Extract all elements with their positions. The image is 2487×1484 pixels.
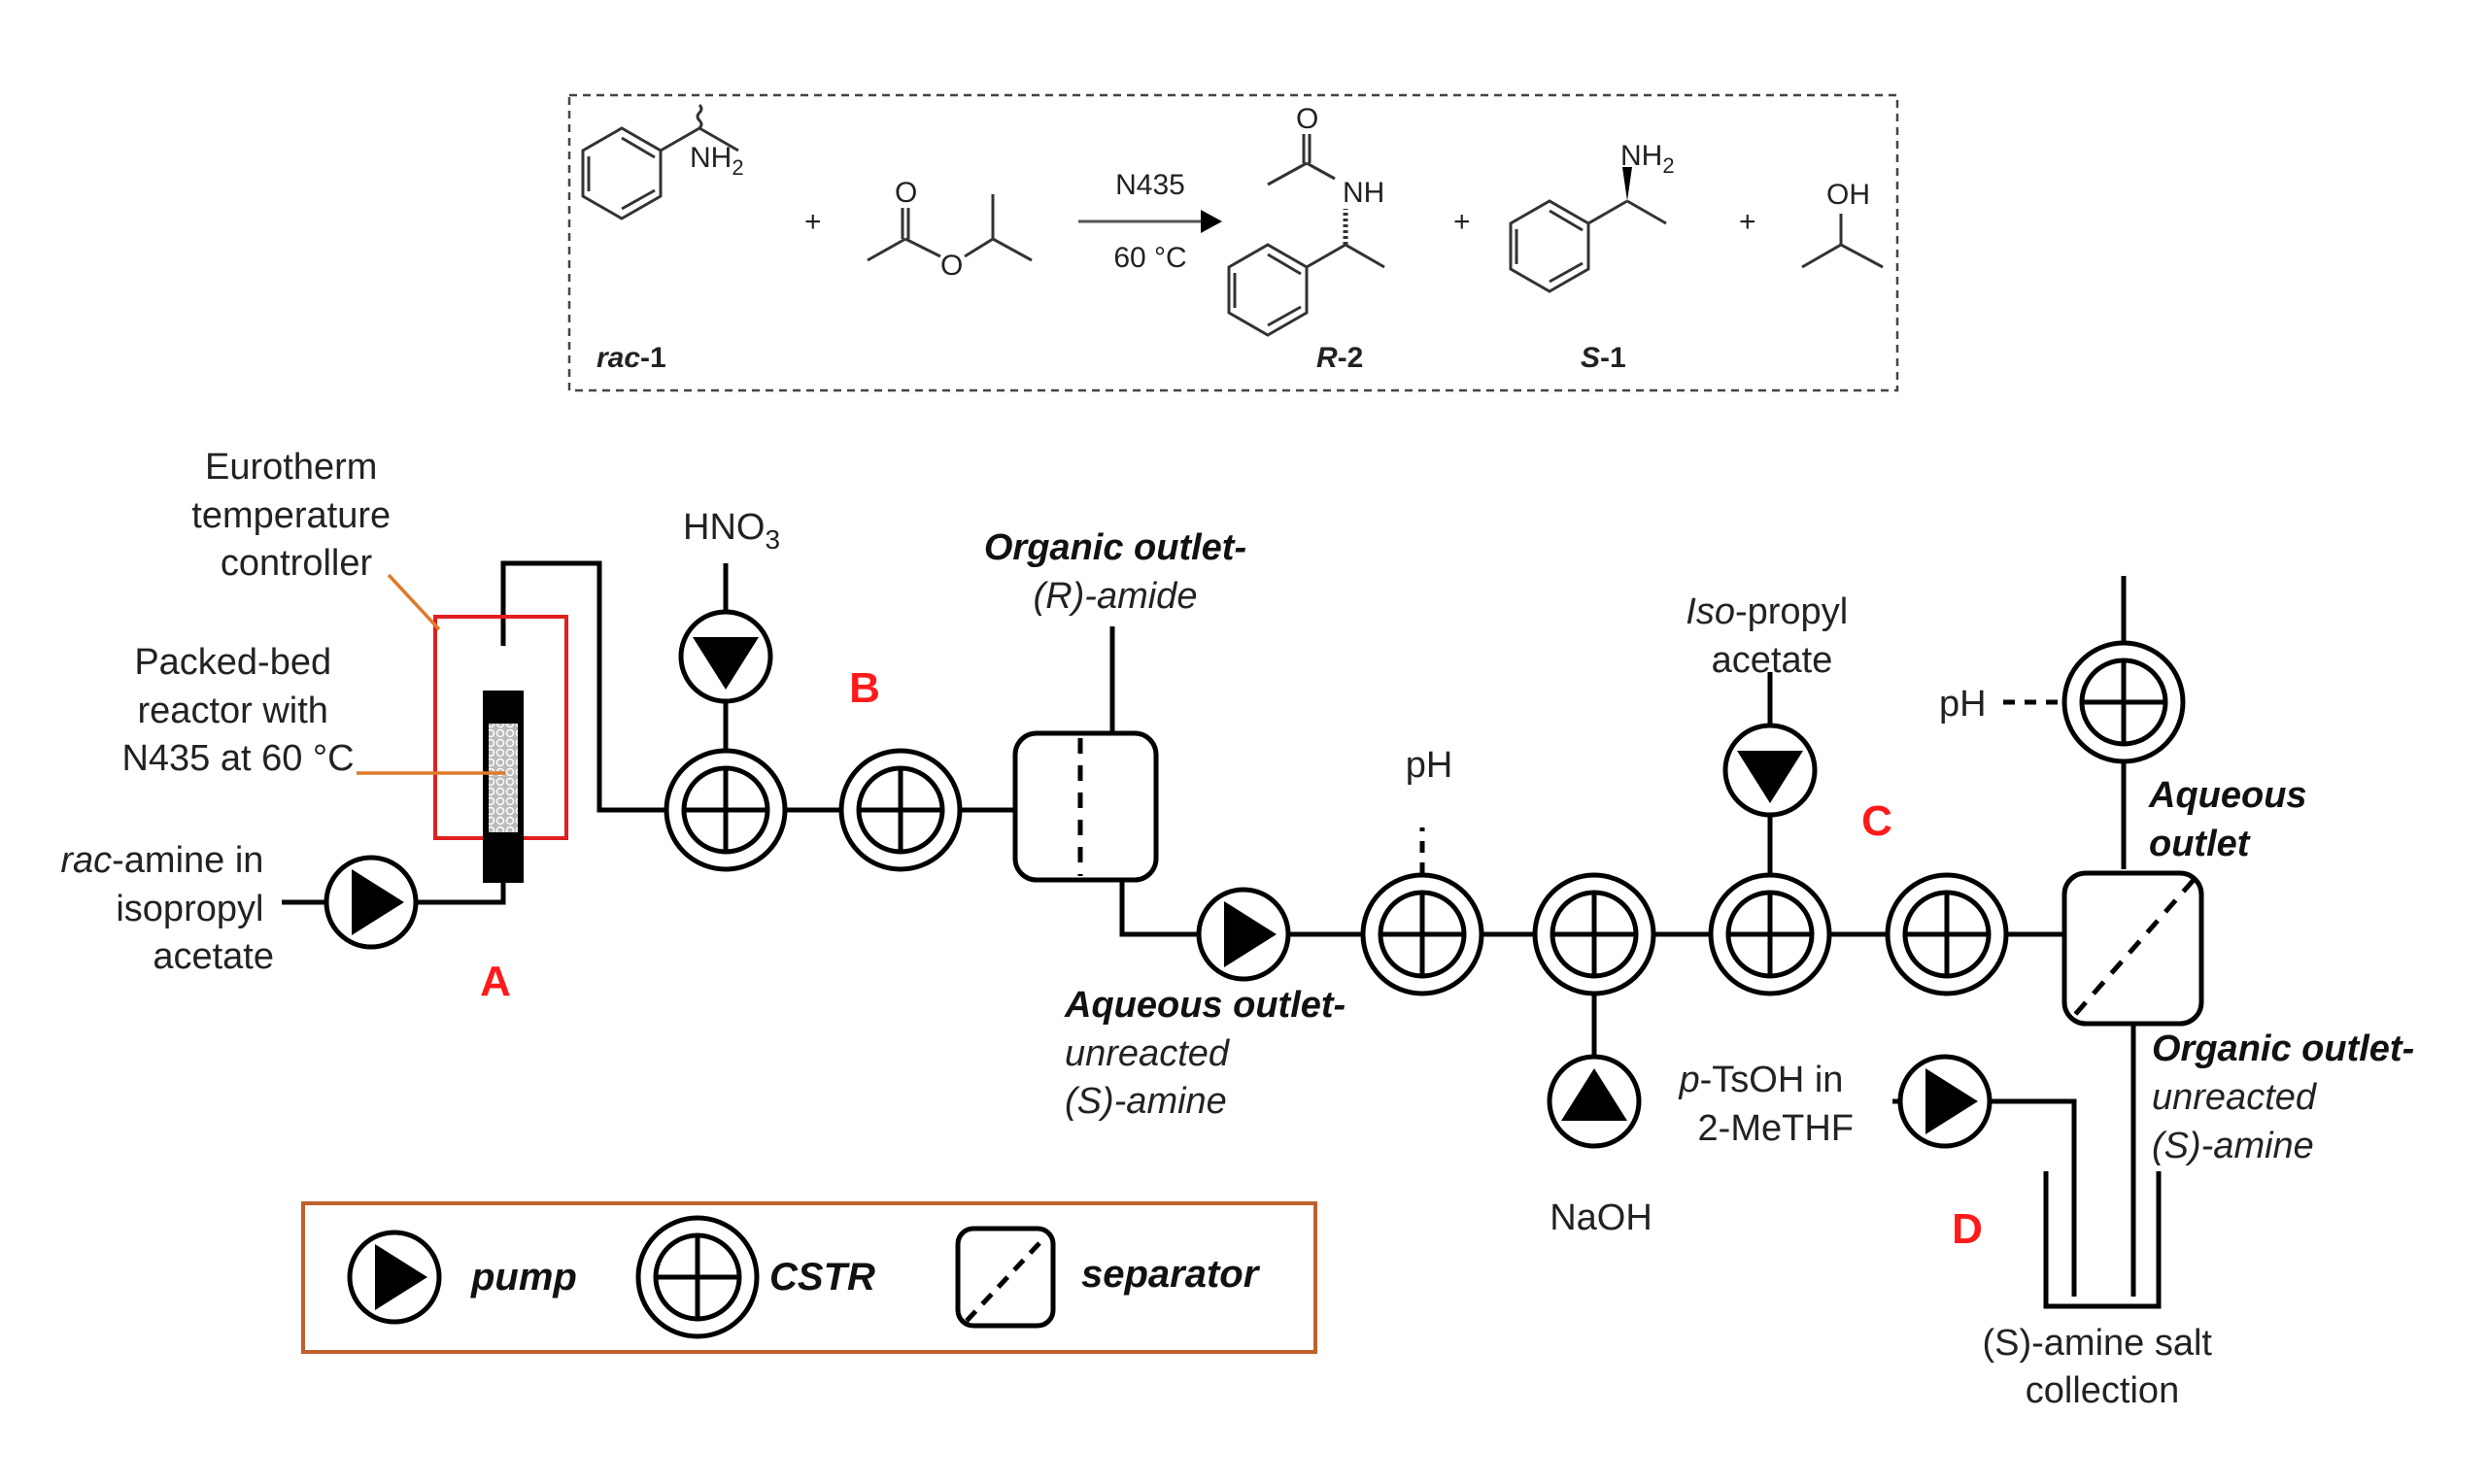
section-label-c: C — [1861, 797, 1892, 845]
legend-item-cstr: CSTR — [638, 1218, 875, 1336]
compound-R-2: NH O R-2 — [1227, 103, 1385, 374]
section-label-d: D — [1952, 1205, 1983, 1253]
separator-1[interactable] — [1012, 730, 1159, 883]
amide-o-label: O — [1296, 103, 1318, 135]
legend-item-separator: separator — [955, 1226, 1261, 1329]
carbonyl-o-label: O — [895, 177, 917, 209]
naoh-label: NaOH — [1550, 1197, 1652, 1238]
isopropyl-acetate-label: Iso-propyl acetate — [1686, 591, 1857, 681]
reaction-arrow: N435 60 °C — [1078, 169, 1222, 274]
compound-isopropyl-acetate: O O — [867, 177, 1033, 282]
cstr-6[interactable] — [1888, 875, 2006, 994]
aqueous-outlet-2-label: Aqueous outlet — [2148, 775, 2317, 864]
legend-border — [301, 1201, 1317, 1354]
section-a — [326, 573, 568, 947]
organic-outlet-1-product: (R)-amide — [1034, 576, 1198, 617]
aqueous-transfer-pump[interactable] — [1199, 890, 1288, 979]
ph-label-2: pH — [1939, 684, 1987, 725]
callout-line — [387, 573, 441, 631]
separator-icon — [955, 1226, 1056, 1329]
hno3-pump[interactable] — [681, 612, 770, 701]
ester-o-label: O — [940, 250, 963, 282]
nh2-label: NH2 — [690, 142, 744, 180]
feed-label: rac-amine in isopropyl acetate — [60, 840, 274, 977]
compound-label-R-2: R-2 — [1316, 342, 1363, 374]
compound-label-rac-1: rac-1 — [596, 342, 666, 374]
collection-vessel[interactable] — [2043, 1171, 2162, 1309]
naoh-pump[interactable] — [1550, 1057, 1639, 1146]
organic-outlet-2-title: Organic outlet- — [2152, 1029, 2414, 1069]
aqueous-outlet-1-title: Aqueous outlet- — [1064, 985, 1346, 1026]
compound-isopropanol: OH — [1801, 179, 1884, 269]
cstr-5[interactable] — [1711, 875, 1829, 994]
scheme-border — [567, 93, 1899, 392]
aqueous-outlet-1-line2: unreacted — [1065, 1033, 1231, 1074]
section-label-a: A — [480, 958, 511, 1005]
ptsoh-label: p-TsOH in 2-MeTHF — [1679, 1060, 1855, 1149]
cstr-icon — [638, 1218, 757, 1336]
plus-sign: + — [1739, 206, 1756, 238]
pump-icon — [350, 1232, 439, 1322]
nh-label: NH — [1343, 177, 1384, 209]
cstr-4[interactable] — [1535, 875, 1653, 994]
organic-outlet-1-title: Organic outlet- — [984, 527, 1246, 568]
temperature-label: 60 °C — [1113, 242, 1186, 274]
feed-pump[interactable] — [326, 858, 416, 947]
legend-item-pump: pump — [350, 1232, 577, 1322]
isopropyl-acetate-pump[interactable] — [1725, 725, 1815, 815]
collection-label: (S)-amine salt collection — [1982, 1323, 2222, 1411]
cstr-1[interactable] — [666, 751, 785, 869]
reaction-scheme: NH2 rac-1 + O O N435 60 °C — [567, 93, 1899, 392]
oh-label: OH — [1826, 179, 1870, 211]
catalyst-label: N435 — [1115, 169, 1185, 201]
packed-bed-label: Packed-bed reactor with N435 at 60 °C — [121, 642, 354, 779]
ptsoh-pump[interactable] — [1900, 1057, 1990, 1146]
legend-label: pump — [470, 1256, 577, 1298]
compound-S-1: NH2 S-1 — [1509, 140, 1675, 374]
compound-label-S-1: S-1 — [1581, 342, 1626, 374]
catalyst-bed — [489, 724, 518, 832]
pipes — [282, 560, 2136, 1297]
organic-outlet-2-line3: (S)-amine — [2152, 1126, 2314, 1166]
cstr-3[interactable] — [1363, 875, 1482, 994]
cstr-2[interactable] — [841, 751, 960, 869]
separator-2[interactable] — [2061, 870, 2204, 1027]
nh2-label: NH2 — [1620, 140, 1675, 178]
plus-sign: + — [1453, 206, 1471, 238]
hno3-label: HNO3 — [683, 507, 780, 555]
cstr-7[interactable] — [2064, 643, 2183, 761]
eurotherm-label: Eurotherm temperature controller — [191, 447, 400, 584]
compound-rac-1: NH2 rac-1 — [581, 103, 744, 374]
section-label-b: B — [849, 664, 880, 712]
aqueous-outlet-1-line3: (S)-amine — [1065, 1081, 1227, 1122]
legend: pump CSTR separator — [301, 1201, 1317, 1354]
legend-label: separator — [1081, 1253, 1261, 1296]
organic-outlet-2-line2: unreacted — [2152, 1077, 2318, 1118]
legend-label: CSTR — [769, 1256, 875, 1298]
plus-sign: + — [804, 206, 822, 238]
ph-label-1: pH — [1406, 745, 1453, 786]
